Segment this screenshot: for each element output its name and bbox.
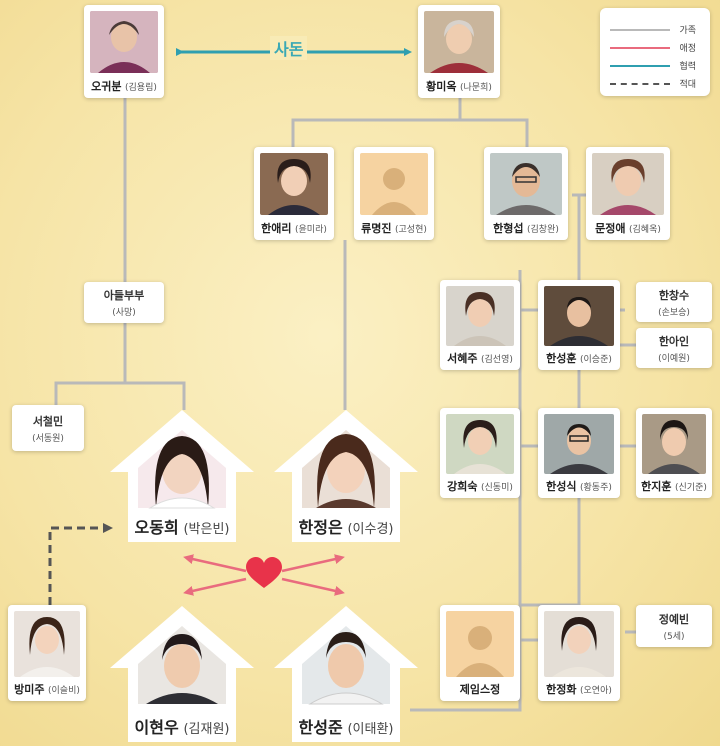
card-han-jihun[interactable]: 한지훈 (신기준) [636,408,712,498]
card-han-seonghun[interactable]: 한성훈 (이승준) [538,280,620,370]
relation-sadon-label: 사돈 [270,36,308,60]
lead-label: 한성준 (이태환) [298,718,394,737]
box-seo-cheolmin[interactable]: 서철민(서동원) [12,405,84,451]
legend-family: 가족 [610,22,702,38]
portrait-placeholder [360,153,428,215]
person-label: 한성식 (황동주) [546,480,612,493]
portrait-photo [446,414,514,474]
heart-icon [246,557,282,588]
card-gang-huisuk[interactable]: 강희숙 (신동미) [440,408,520,498]
card-han-seongsik[interactable]: 한성식 (황동주) [538,408,620,498]
card-han-jeonghwa[interactable]: 한정화 (오연아) [538,605,620,701]
person-label: 서혜주 (김선영) [447,352,513,365]
box-han-changsu[interactable]: 한창수(손보승) [636,282,712,322]
hostile-arrow [48,523,113,605]
person-label: 강희숙 (신동미) [447,480,513,493]
card-bang-miju[interactable]: 방미주 (이슬비) [8,605,86,701]
portrait-photo [544,286,614,346]
person-label: 오귀분 (김용림) [91,80,157,93]
legend-coop: 협력 [610,58,702,74]
box-han-ain[interactable]: 한아인(이예원) [636,328,712,368]
card-seo-hyeju[interactable]: 서혜주 (김선영) [440,280,520,370]
person-label: 한지훈 (신기준) [641,480,707,493]
lead-label: 오동희 (박은빈) [134,518,230,537]
card-han-hyeongseop[interactable]: 한형섭 (김창완) [484,147,568,240]
legend-love: 애정 [610,40,702,56]
person-label: 한성훈 (이승준) [546,352,612,365]
portrait-photo [490,153,562,215]
portrait-photo [544,414,614,474]
portrait-photo [642,414,706,474]
portrait-photo [544,611,614,677]
portrait-photo [14,611,80,677]
house-han-jeongeun[interactable]: 한정은 (이수경) [272,408,420,544]
person-label: 방미주 (이슬비) [14,683,80,696]
person-label: 한정화 (오연아) [546,683,612,696]
card-mun-jeongae[interactable]: 문정애 (김혜옥) [586,147,670,240]
box-jeong-yebin[interactable]: 정예빈(5세) [636,605,712,647]
portrait-photo [446,286,514,346]
card-ryu-myeongjin[interactable]: 류명진 (고성현) [354,147,434,240]
house-han-seongjun[interactable]: 한성준 (이태환) [272,604,420,744]
legend: 가족 애정 협력 적대 [600,8,710,96]
portrait-photo [260,153,328,215]
card-han-aeri[interactable]: 한애리 (윤미라) [254,147,334,240]
portrait-photo [424,11,494,73]
card-hwang-miok[interactable]: 황미옥 (나문희) [418,5,500,98]
person-label: 황미옥 (나문희) [426,80,492,93]
person-label: 문정애 (김혜옥) [595,222,661,235]
legend-hostile: 적대 [610,76,702,92]
card-oh-gwibun[interactable]: 오귀분 (김용림) [84,5,164,98]
person-label: 제임스정 [459,683,501,696]
person-label: 한형섭 (김창완) [493,222,559,235]
box-son-couple[interactable]: 아들부부(사망) [84,282,164,323]
portrait-placeholder [446,611,514,677]
house-lee-hyeonu[interactable]: 이현우 (김재원) [108,604,256,744]
card-jeil-sjeong[interactable]: 제임스정 [440,605,520,701]
portrait-photo [90,11,158,73]
lead-label: 한정은 (이수경) [298,518,394,537]
person-label: 류명진 (고성현) [361,222,427,235]
house-oh-donghui[interactable]: 오동희 (박은빈) [108,408,256,544]
portrait-photo [592,153,664,215]
lead-label: 이현우 (김재원) [134,718,230,737]
love-arrows [183,554,345,596]
person-label: 한애리 (윤미라) [261,222,327,235]
